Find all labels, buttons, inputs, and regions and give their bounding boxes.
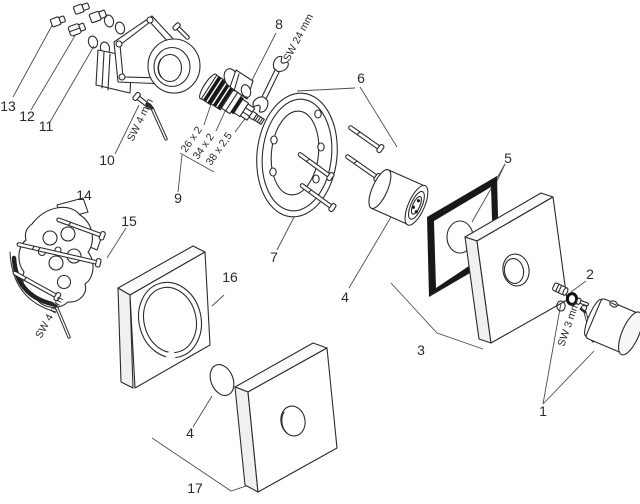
mounting-bracket	[9, 197, 106, 339]
hex-key-size-label-top: SW 4 mm	[125, 96, 156, 143]
screw-10-and-hex-key	[132, 91, 168, 141]
escutcheon-plate-3	[464, 192, 568, 344]
wrench-icon	[252, 55, 289, 113]
adapter-pieces	[223, 68, 254, 100]
escutcheon-plate-17	[234, 342, 338, 493]
callout-4a: 4	[341, 289, 349, 305]
o-ring	[209, 364, 235, 396]
spacer-plate-16	[117, 245, 211, 389]
callout-6: 6	[357, 70, 365, 86]
callout-9: 9	[174, 190, 182, 206]
sleeve-part-4	[368, 169, 429, 226]
callout-1: 1	[539, 403, 547, 419]
hex-key-size-label-handle: SW 3 mm	[555, 300, 581, 348]
wrench-size-label: SW 24 mm	[281, 12, 316, 64]
callout-11: 11	[39, 118, 54, 134]
screws-7	[297, 152, 337, 213]
valve-body	[95, 15, 201, 94]
callout-8: 8	[275, 16, 283, 32]
callout-16: 16	[222, 269, 238, 285]
handle-knob	[584, 298, 640, 356]
callout-10: 10	[99, 152, 115, 168]
thermostat-cartridge	[199, 73, 265, 125]
screw	[172, 22, 190, 40]
callout-2: 2	[586, 266, 594, 282]
round-carrier-plate	[256, 92, 338, 218]
callout-3: 3	[417, 342, 425, 358]
callout-5: 5	[504, 150, 512, 166]
leader-lines	[12, 19, 595, 492]
callout-14: 14	[76, 187, 92, 203]
callout-7: 7	[270, 249, 278, 265]
screws-6	[345, 125, 385, 183]
callout-4b: 4	[186, 425, 194, 441]
callout-12: 12	[19, 108, 35, 124]
callout-15: 15	[121, 213, 137, 229]
callout-13: 13	[0, 98, 16, 114]
plug-screws-and-orings	[49, 2, 126, 55]
callout-17: 17	[187, 480, 203, 496]
